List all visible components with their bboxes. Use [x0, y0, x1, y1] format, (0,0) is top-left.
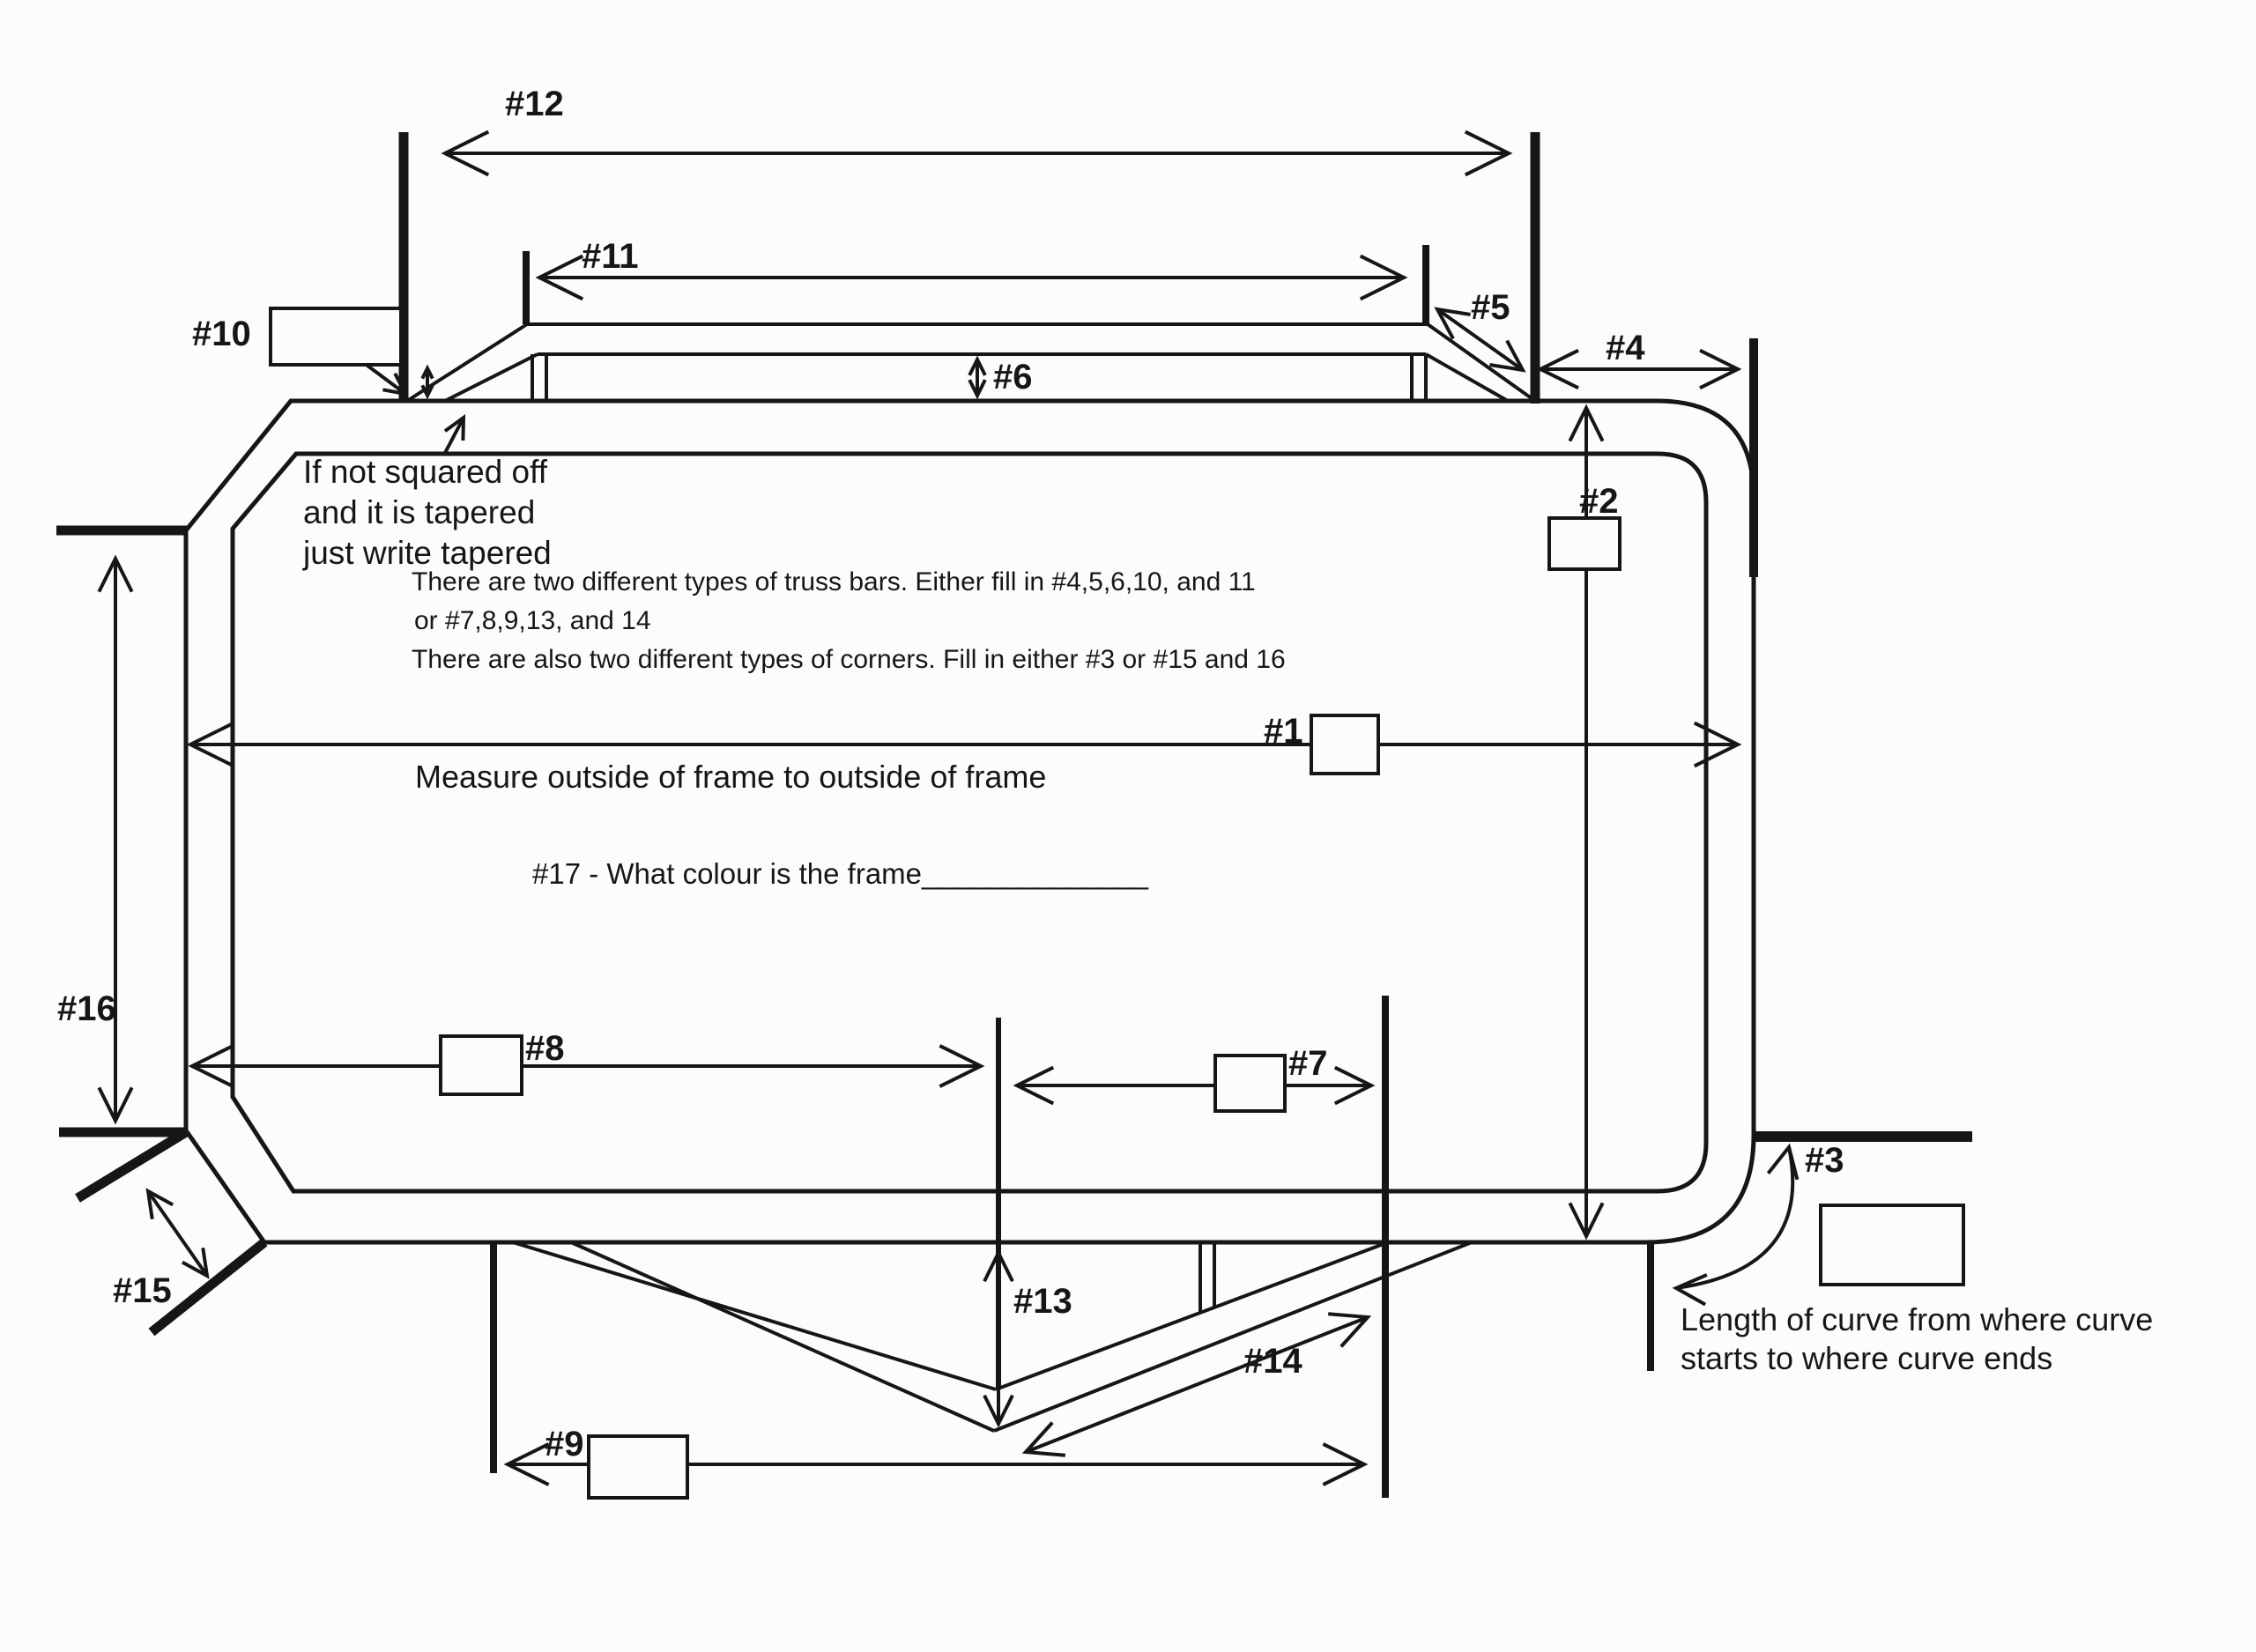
arrow-1-head-end: [1693, 721, 1742, 768]
arrow-12-head-end: [1464, 130, 1513, 177]
arrow-14: [1025, 1315, 1369, 1454]
note-tapered-line1: If not squared off: [303, 454, 548, 490]
label-15: #15: [113, 1271, 172, 1310]
label-11: #11: [582, 237, 639, 276]
frame-inner-outline: [230, 451, 1709, 1194]
truss-left-inner-slant: [444, 352, 538, 403]
label-1: #1: [1264, 712, 1303, 751]
arrow-7-head-start: [1013, 1065, 1055, 1106]
label-3: #3: [1805, 1141, 1844, 1180]
note-measure-outside: Measure outside of frame to outside of f…: [415, 759, 1046, 795]
label-13: #13: [1013, 1282, 1072, 1321]
arrow-15-head-start: [145, 1188, 174, 1219]
arrow-11-head-start: [535, 254, 584, 301]
arrow-tapered-note-pointer: [443, 417, 465, 454]
arrow-6-head-end: [968, 379, 987, 400]
arrow-7-head-end: [1333, 1065, 1376, 1106]
arrow-16-head-start: [97, 554, 134, 593]
arrow-taper-gap-head-end: [420, 384, 434, 400]
arrow-tapered-note-pointer-head-end: [443, 414, 466, 441]
truss-right-inner-slant: [1425, 352, 1509, 403]
arrow-5-head-end: [1489, 339, 1526, 373]
label-12: #12: [505, 85, 564, 123]
arrow-5-head-start: [1434, 307, 1471, 340]
label-17: #17 - What colour is the frame__________…: [532, 857, 1149, 890]
label-7: #7: [1288, 1044, 1328, 1083]
label-9: #9: [545, 1425, 584, 1463]
arrow-4-head-start: [1536, 348, 1579, 390]
vtruss-right-arm-top: [995, 1241, 1389, 1391]
arrow-2-head-end: [1568, 1202, 1605, 1241]
fill-box-2: [1547, 516, 1622, 571]
boundary-15-upper: [75, 1128, 189, 1203]
arrow-1-head-start: [186, 721, 235, 768]
fill-box-3: [1819, 1204, 1965, 1286]
arrow-8-head-end: [939, 1044, 985, 1088]
arrow-10-pointer-head-end: [382, 372, 409, 396]
arrow-11-head-end: [1359, 254, 1408, 301]
arrow-2-head-start: [1568, 404, 1605, 442]
note-curve-line2: starts to where curve ends: [1681, 1340, 2052, 1376]
arrow-8-head-start: [188, 1044, 234, 1088]
label-14: #14: [1243, 1342, 1302, 1381]
arrow-9-head-start: [503, 1442, 550, 1486]
note-tapered-line3: just write tapered: [302, 535, 552, 571]
arrow-taper-gap-head-start: [420, 364, 434, 380]
boundary-15-lower: [148, 1238, 268, 1337]
label-5: #5: [1471, 288, 1510, 327]
arrow-16-head-end: [97, 1086, 134, 1125]
note-truss-line1: There are two different types of truss b…: [412, 567, 1256, 596]
arrow-3-curve-head-1: [1672, 1273, 1708, 1307]
fill-box-8: [439, 1034, 523, 1096]
label-16: #16: [57, 989, 116, 1028]
vtruss-left-arm-top: [512, 1241, 997, 1391]
arrow-15-head-end: [181, 1248, 210, 1279]
vtruss-left-arm-bottom: [570, 1241, 995, 1433]
arrow-3-curve-head-0: [1766, 1143, 1800, 1181]
arrow-5: [1436, 307, 1525, 372]
fill-box-9: [587, 1434, 689, 1500]
arrow-14-head-start: [1021, 1421, 1066, 1457]
label-10: #10: [192, 315, 251, 353]
label-2: #2: [1579, 482, 1619, 521]
vtruss-right-arm-bottom: [993, 1241, 1473, 1433]
fill-box-1: [1310, 714, 1380, 775]
arrow-10-pointer: [362, 361, 407, 396]
note-truss-line2: or #7,8,9,13, and 14: [414, 606, 651, 635]
note-curve-line1: Length of curve from where curve: [1681, 1301, 2153, 1337]
arrow-14-head-end: [1327, 1312, 1372, 1348]
label-8: #8: [525, 1029, 565, 1068]
note-tapered-line2: and it is tapered: [303, 494, 535, 530]
label-6: #6: [993, 358, 1033, 396]
truss-right-outer-slant: [1426, 322, 1537, 403]
arrow-4-head-end: [1699, 348, 1742, 390]
arrow-13-head-start: [983, 1248, 1014, 1283]
arrow-12-head-start: [441, 130, 490, 177]
label-4: #4: [1606, 329, 1645, 367]
arrow-15: [146, 1189, 209, 1278]
arrow-13-head-end: [983, 1394, 1014, 1428]
arrow-9-head-end: [1322, 1442, 1369, 1486]
fill-box-10: [269, 307, 403, 367]
fill-box-7: [1213, 1054, 1287, 1113]
note-corners: There are also two different types of co…: [412, 645, 1286, 674]
arrow-6-head-start: [968, 355, 987, 376]
arrow-3-curve: [1675, 1146, 1795, 1290]
